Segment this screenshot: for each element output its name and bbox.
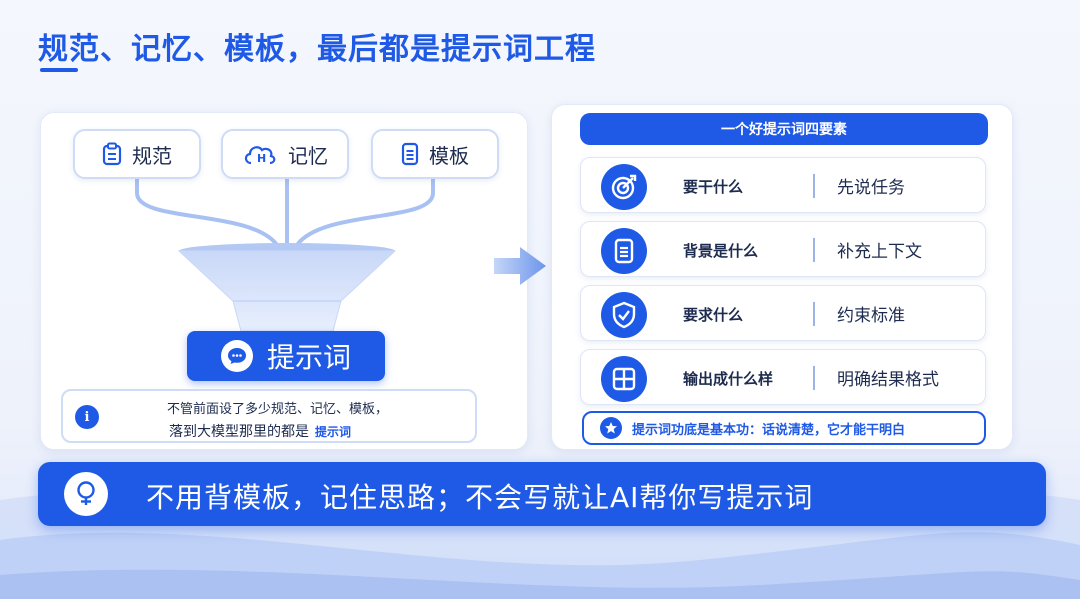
source-label-spec: 规范 xyxy=(132,143,172,168)
row-separator xyxy=(813,238,815,262)
document-icon xyxy=(601,228,647,274)
row-separator xyxy=(813,302,815,326)
funnel-diagram xyxy=(135,177,435,332)
info-emphasis: 提示词 xyxy=(315,425,352,439)
document-icon xyxy=(401,142,419,166)
info-note: i 不管前面设了多少规范、记忆、模板， 落到大模型那里的都是提示词 xyxy=(61,389,477,443)
cloud-memory-icon: H xyxy=(244,146,276,165)
element-answer: 明确结果格式 xyxy=(837,370,939,390)
chat-bubble-icon xyxy=(220,340,253,372)
element-row: 背景是什么 补充上下文 xyxy=(580,221,986,277)
element-question: 要干什么 xyxy=(683,178,744,196)
star-icon xyxy=(600,417,622,439)
info-line-2: 落到大模型那里的都是提示词 xyxy=(169,421,351,441)
info-line-2-text: 落到大模型那里的都是 xyxy=(169,424,309,440)
element-answer: 约束标准 xyxy=(837,306,905,326)
source-box-memory: H 记忆 xyxy=(221,129,349,179)
element-row: 要干什么 先说任务 xyxy=(580,157,986,213)
clipboard-icon xyxy=(102,142,122,166)
element-answer: 先说任务 xyxy=(837,178,905,198)
element-question: 输出成什么样 xyxy=(683,370,774,388)
summary-banner: 不用背模板，记住思路；不会写就让AI帮你写提示词 xyxy=(38,462,1046,526)
element-question: 要求什么 xyxy=(683,306,744,324)
info-line-1: 不管前面设了多少规范、记忆、模板， xyxy=(167,402,389,417)
source-label-template: 模板 xyxy=(429,143,469,168)
element-question: 背景是什么 xyxy=(683,242,759,260)
source-label-memory: 记忆 xyxy=(288,143,328,168)
lightbulb-icon xyxy=(64,472,108,516)
info-icon: i xyxy=(75,405,99,429)
source-box-template: 模板 xyxy=(371,129,499,179)
row-separator xyxy=(813,174,815,198)
right-arrow-icon xyxy=(494,247,546,285)
funnel-card: 规范 H 记忆 模板 提示词 i 不管前面设了多少规范、记忆、模板 xyxy=(40,112,528,450)
elements-footer-text: 提示词功底是基本功：话说清楚，它才能干明白 xyxy=(632,422,906,438)
element-answer: 补充上下文 xyxy=(837,242,922,262)
element-row: 要求什么 约束标准 xyxy=(580,285,986,341)
source-box-spec: 规范 xyxy=(73,129,201,179)
elements-header: 一个好提示词四要素 xyxy=(580,113,988,145)
grid-icon xyxy=(601,356,647,402)
shield-check-icon xyxy=(601,292,647,338)
summary-banner-text: 不用背模板，记住思路；不会写就让AI帮你写提示词 xyxy=(146,481,814,514)
page-title: 规范、记忆、模板，最后都是提示词工程 xyxy=(38,32,596,67)
elements-card: 一个好提示词四要素 要干什么 先说任务 背景是什么 补充上下文 xyxy=(551,104,1013,450)
prompt-output-badge: 提示词 xyxy=(187,331,385,381)
svg-text:H: H xyxy=(257,152,266,165)
target-icon xyxy=(601,164,647,210)
title-underline xyxy=(40,68,78,72)
row-separator xyxy=(813,366,815,390)
element-row: 输出成什么样 明确结果格式 xyxy=(580,349,986,405)
prompt-output-label: 提示词 xyxy=(266,341,351,374)
elements-footer: 提示词功底是基本功：话说清楚，它才能干明白 xyxy=(582,411,986,445)
